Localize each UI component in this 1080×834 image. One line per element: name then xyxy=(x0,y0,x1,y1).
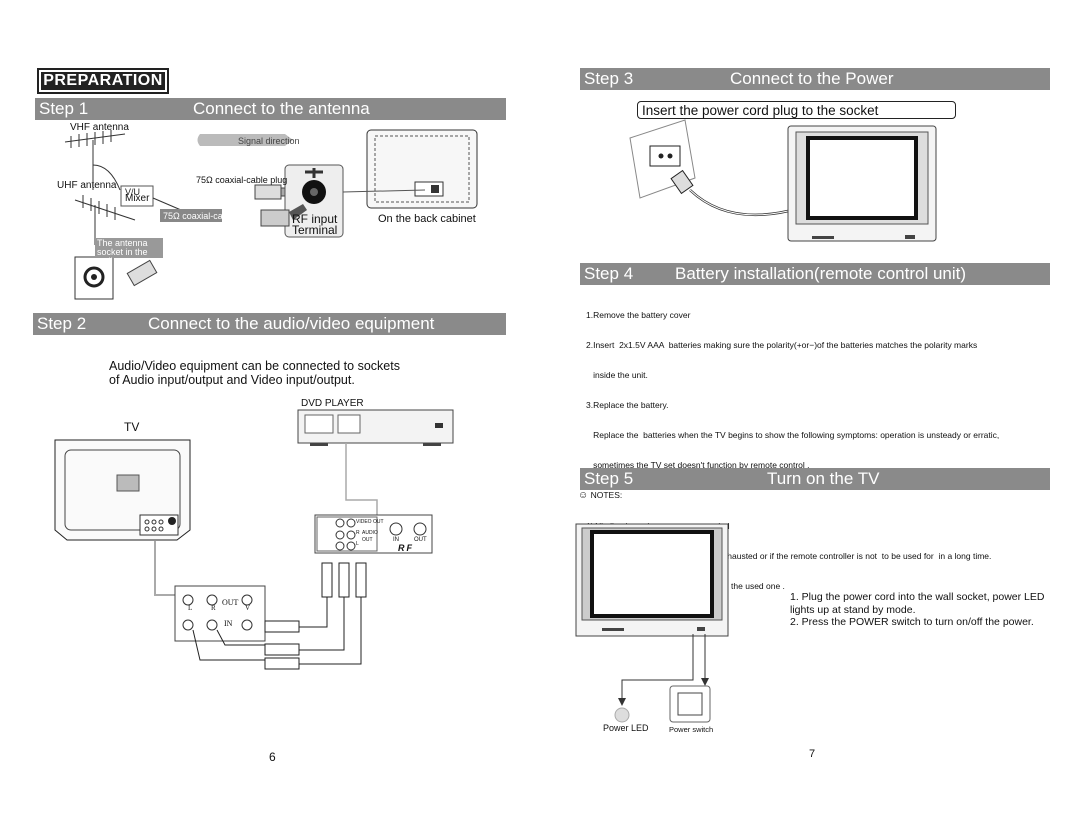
av-description-line1: Audio/Video equipment can be connected t… xyxy=(109,359,400,373)
power-caption-box: Insert the power cord plug to the socket xyxy=(637,101,956,119)
dvd-r-label: R xyxy=(356,530,360,536)
step3-bar: Step 3 Connect to the Power xyxy=(580,68,1050,90)
turn-on-line-2: lights up at stand by mode. xyxy=(790,603,916,616)
dvd-audio-label: AUDIO xyxy=(362,530,378,536)
av-connection-diagram xyxy=(54,409,454,670)
tv-label: TV xyxy=(124,420,140,434)
vhf-label: VHF antenna xyxy=(70,122,129,133)
dvd-l-label: L xyxy=(356,541,359,547)
antenna-socket-note: The antenna socket in the wall xyxy=(97,238,148,266)
battery-line-4: 3.Replace the battery. xyxy=(586,400,669,410)
notes-header: ☺ NOTES: xyxy=(578,490,999,501)
rf-input-label: RF input xyxy=(292,212,338,226)
page-number-right: 7 xyxy=(809,748,816,760)
panel-r-label: R xyxy=(211,604,216,612)
step5-label: Step 5 xyxy=(584,469,634,488)
dvd-player-label: DVD PLAYER xyxy=(301,398,364,409)
antenna-illustration xyxy=(64,129,478,300)
mixer-top-label: V/U xyxy=(125,187,141,197)
step1-bar: Step 1 Connect to the antenna xyxy=(35,98,506,120)
tv-front-illustration xyxy=(575,523,729,723)
panel-l-label: L xyxy=(188,604,193,612)
mixer-label: Mixer xyxy=(125,193,150,204)
battery-line-2: 2.Insert 2x1.5V AAA batteries making sur… xyxy=(586,340,978,350)
step1-label: Step 1 xyxy=(39,99,89,118)
panel-v-label: V xyxy=(245,604,251,612)
battery-line-1: 1.Remove the battery cover xyxy=(586,310,691,320)
dvd-rf-label: RF xyxy=(398,543,414,553)
turn-on-line-1: 1. Plug the power cord into the wall soc… xyxy=(790,591,1045,603)
step2-label: Step 2 xyxy=(37,314,87,333)
step5-title: Turn on the TV xyxy=(767,469,880,488)
dvd-video-out-label: VIDEO OUT xyxy=(356,519,384,525)
battery-line-5: Replace the batteries when the TV begins… xyxy=(586,430,1000,440)
dvd-out-label: OUT xyxy=(362,537,373,543)
dvd-in-label: IN xyxy=(393,537,399,543)
page-number-left: 6 xyxy=(269,750,276,764)
notes-label: NOTES: xyxy=(590,490,623,500)
preparation-header: PREPARATION xyxy=(37,68,169,94)
back-cabinet-label: On the back cabinet xyxy=(378,213,476,225)
step1-title: Connect to the antenna xyxy=(193,99,370,118)
step5-bar: Step 5 Turn on the TV xyxy=(580,468,1050,490)
battery-line-3: inside the unit. xyxy=(586,370,648,380)
step4-title: Battery installation(remote control unit… xyxy=(675,264,967,283)
step2-bar: Step 2 Connect to the audio/video equipm… xyxy=(33,313,506,335)
smiley-icon: ☺ xyxy=(578,490,589,501)
turn-on-line-3: 2. Press the POWER switch to turn on/off… xyxy=(790,616,1034,628)
step4-label: Step 4 xyxy=(584,264,634,283)
signal-direction-label: Signal direction xyxy=(238,136,300,146)
step3-title: Connect to the Power xyxy=(730,69,894,88)
av-description: Audio/Video equipment can be connected t… xyxy=(109,359,400,387)
turn-on-instructions: 1. Plug the power cord into the wall soc… xyxy=(790,591,1044,629)
coax-plug-label: 75Ω coaxial-cable plug xyxy=(196,175,288,185)
power-caption: Insert the power cord plug to the socket xyxy=(642,103,879,118)
coax-cable-label: 75Ω coaxial-cable xyxy=(163,211,235,221)
terminal-label: Terminal xyxy=(292,223,338,237)
power-switch-label: Power switch xyxy=(669,725,714,734)
panel-in-label: IN xyxy=(224,619,233,628)
av-description-line2: of Audio input/output and Video input/ou… xyxy=(109,373,355,387)
step4-bar: Step 4 Battery installation(remote contr… xyxy=(580,263,1050,285)
dvd-out2-label: OUT xyxy=(414,537,427,543)
step2-title: Connect to the audio/video equipment xyxy=(148,314,435,333)
power-connection-illustration xyxy=(629,119,937,242)
battery-line-6: sometimes the TV set doesn't function by… xyxy=(586,460,810,470)
power-led-label: Power LED xyxy=(603,723,649,733)
uhf-label: UHF antenna xyxy=(57,180,117,191)
panel-out-label: OUT xyxy=(222,598,239,607)
step3-label: Step 3 xyxy=(584,69,634,88)
